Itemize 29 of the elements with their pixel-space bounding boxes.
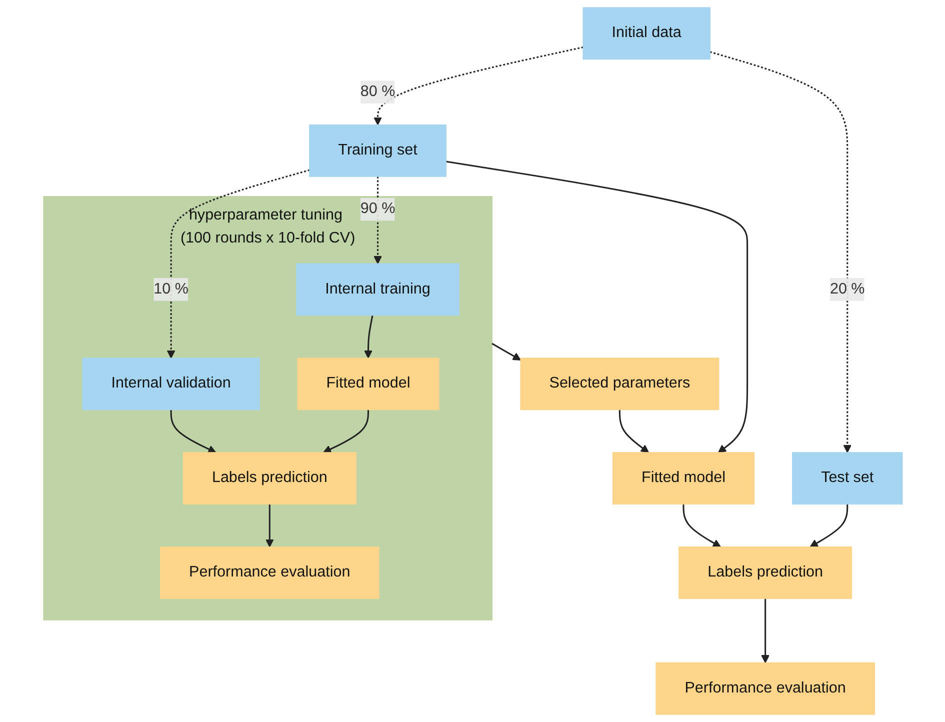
- arrow: [322, 410, 369, 454]
- node-box: Internal validation: [82, 358, 260, 410]
- node-box: Selected parameters: [520, 358, 719, 410]
- node-box: Labels prediction: [678, 546, 852, 599]
- edge-label: 10 %: [153, 280, 188, 298]
- edge-label: 90 %: [360, 200, 395, 217]
- arrow: [491, 342, 521, 360]
- arrow: [709, 51, 852, 453]
- node-box: Labels prediction: [182, 452, 356, 505]
- edge-label: 20 %: [830, 280, 864, 298]
- arrow: [809, 504, 848, 548]
- arrow: [170, 410, 216, 454]
- node-box: Internal training: [296, 263, 459, 316]
- node-box: Performance evaluation: [655, 662, 875, 715]
- arrow: [445, 160, 748, 453]
- arrow: [265, 504, 274, 548]
- arrow: [166, 169, 310, 358]
- arrow: [760, 598, 770, 664]
- node-box: Initial data: [582, 7, 710, 60]
- arrow: [618, 410, 649, 453]
- arrow: [682, 504, 721, 548]
- arrow: [364, 315, 373, 358]
- node-box: Fitted model: [296, 358, 439, 410]
- node-box: Performance evaluation: [160, 546, 379, 599]
- edge-label: 80 %: [360, 83, 395, 100]
- arrow: [373, 46, 583, 126]
- node-box: Fitted model: [612, 452, 754, 505]
- node-box: Training set: [308, 124, 446, 177]
- node-box: Test set: [792, 452, 902, 505]
